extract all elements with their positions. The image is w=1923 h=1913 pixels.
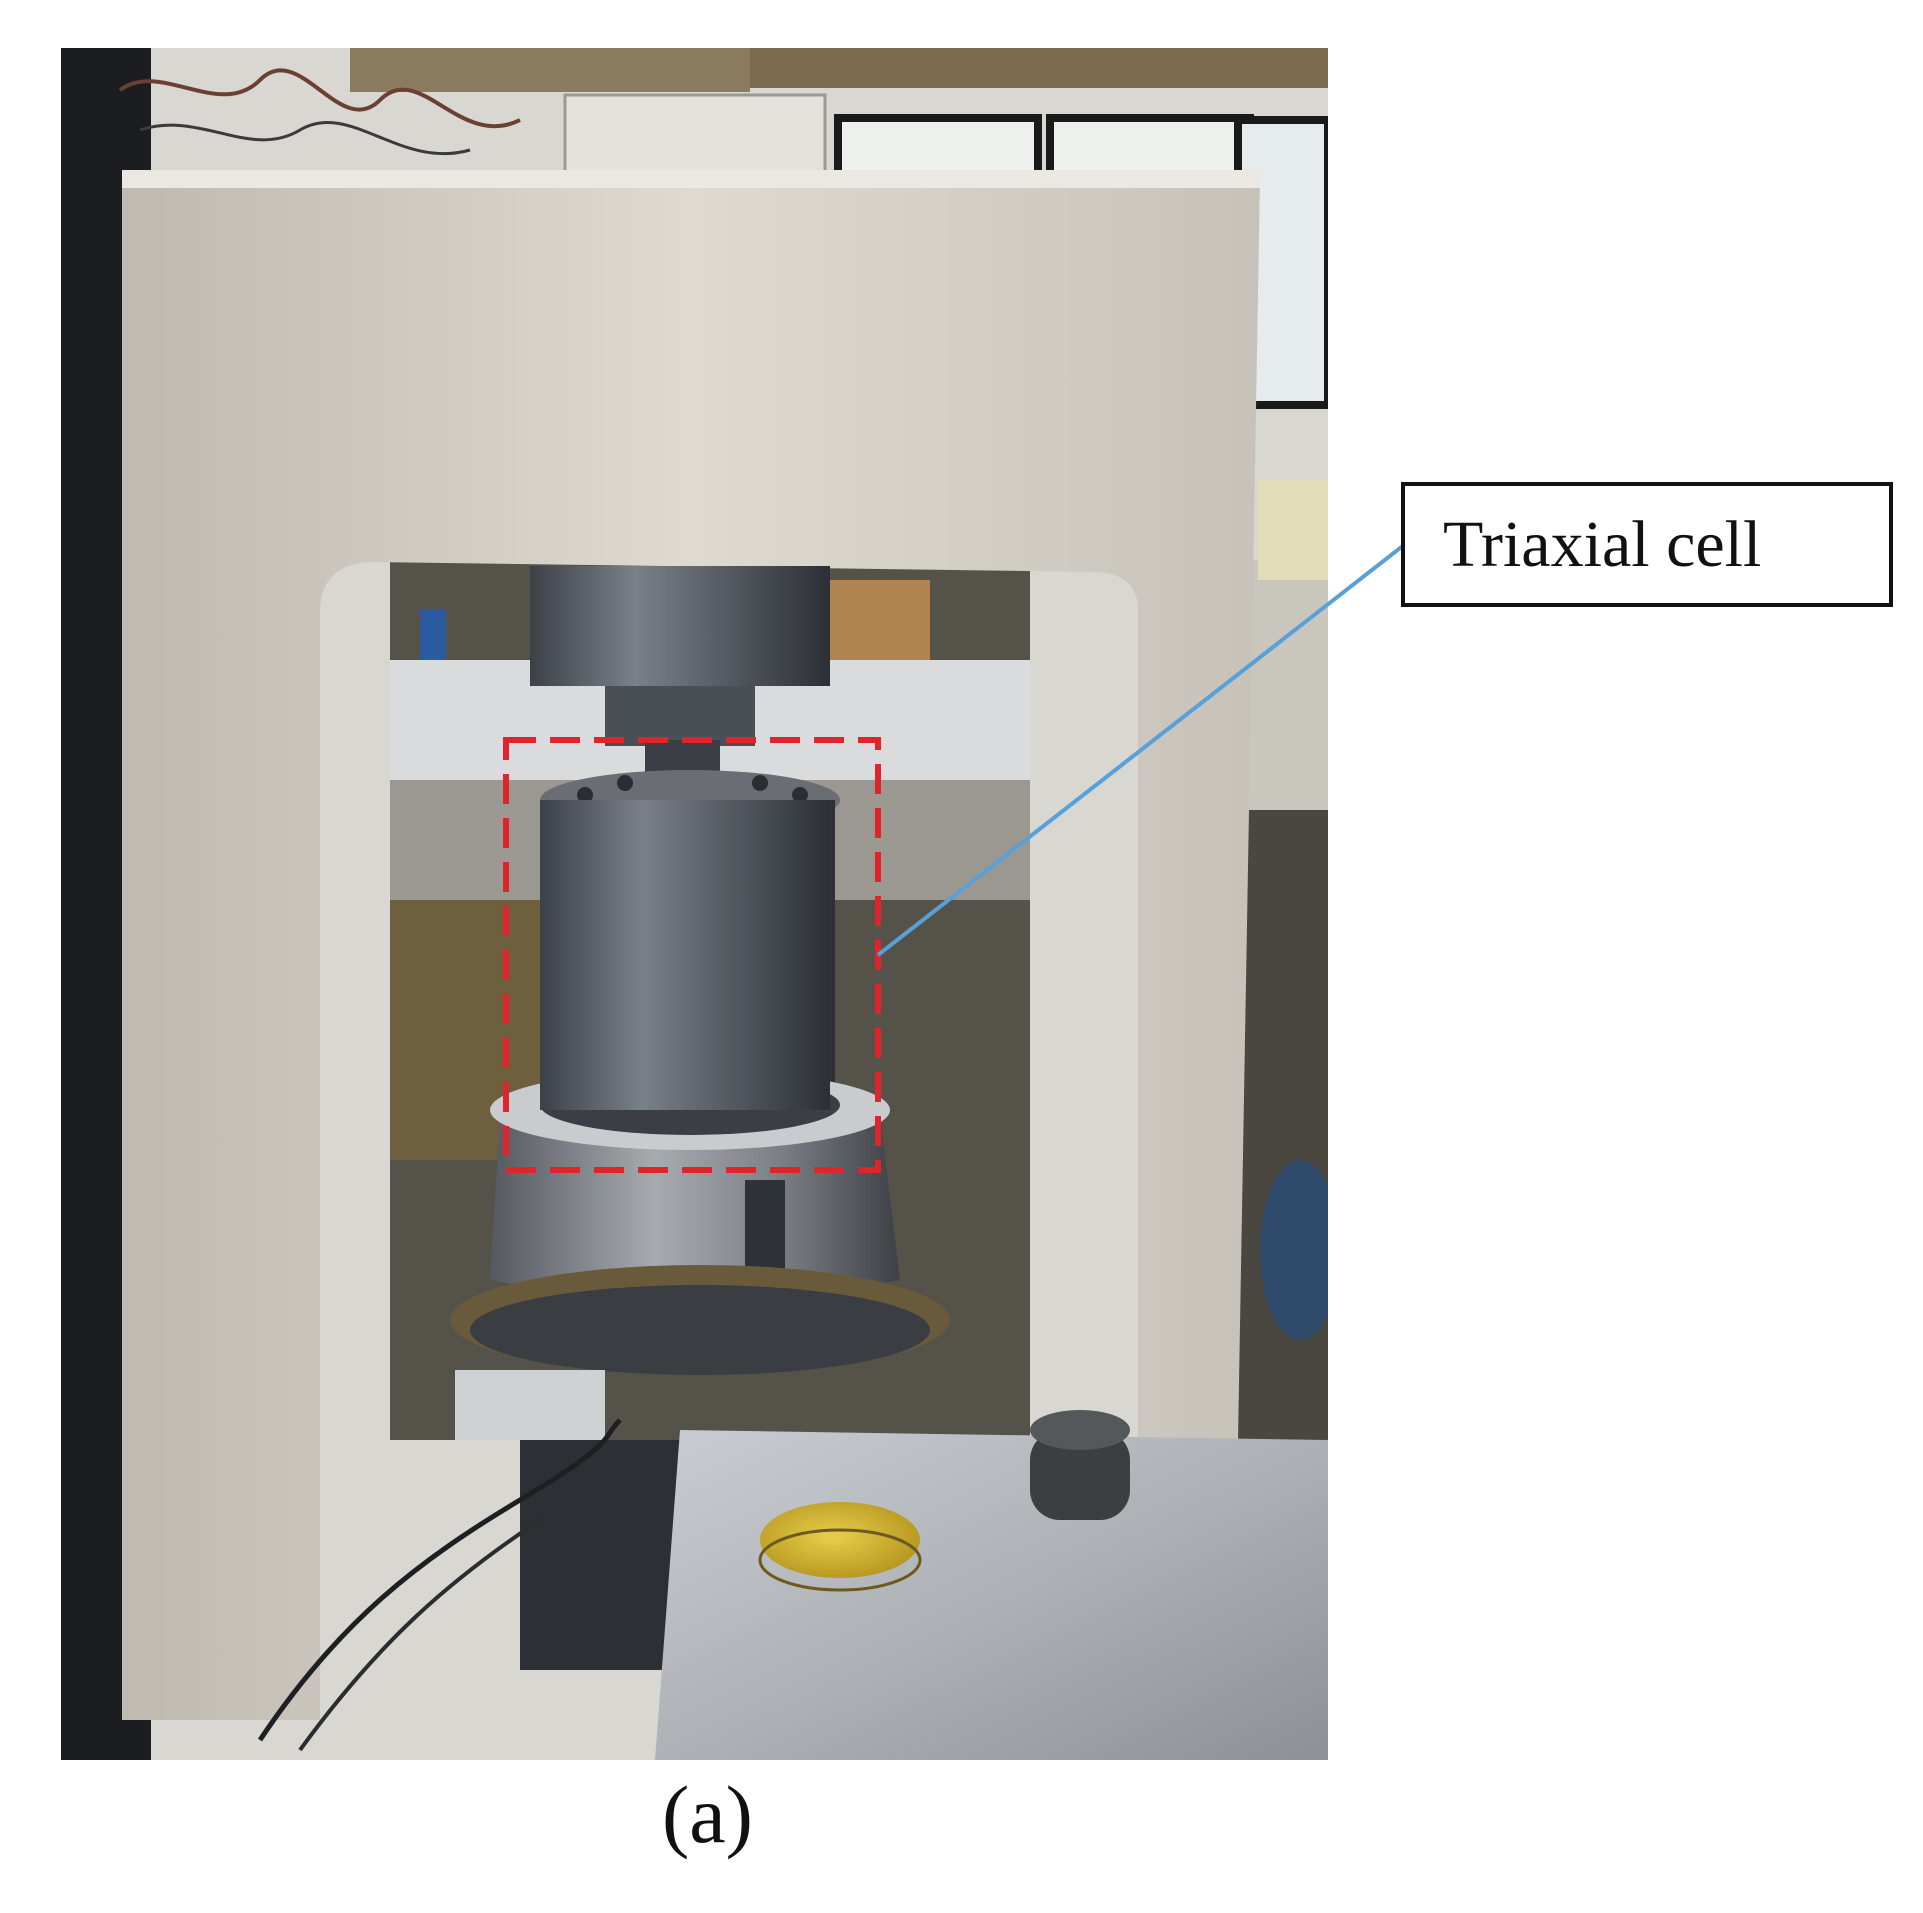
brass-disc [760, 1502, 920, 1578]
loading-piston [605, 686, 755, 746]
foreground-steel-plate [655, 1430, 1328, 1760]
cell-base-ring [490, 1095, 900, 1300]
callout-leader-line [876, 543, 1406, 957]
wall-shelf-right [750, 48, 1328, 88]
wires-top-2 [139, 120, 471, 156]
callout-label: Triaxial cell [1401, 482, 1893, 607]
press-frame [122, 170, 1260, 1720]
blue-bottle [420, 610, 446, 660]
steel-weight-top [1030, 1410, 1130, 1450]
lower-platen [470, 1285, 930, 1375]
wires-top [118, 68, 521, 129]
photo-image [61, 48, 1328, 1760]
callout-text: Triaxial cell [1443, 507, 1762, 581]
upper-platen [530, 566, 830, 686]
figure-caption: (a) [661, 1769, 753, 1860]
wall-socket-panel [563, 93, 827, 177]
cables [257, 1418, 622, 1742]
press-frame-top-edge [122, 170, 1260, 188]
cardboard-box [830, 580, 930, 660]
wall-shelf [350, 48, 750, 92]
cables-2 [298, 1518, 542, 1752]
device-right [1258, 480, 1328, 580]
brass-disc-edge [758, 1528, 922, 1592]
cell-bolts [577, 775, 808, 803]
connector-block [455, 1370, 605, 1440]
cell-cylinder-front [540, 800, 830, 1110]
blue-object [1260, 1160, 1328, 1340]
steel-weight [1030, 1430, 1130, 1520]
